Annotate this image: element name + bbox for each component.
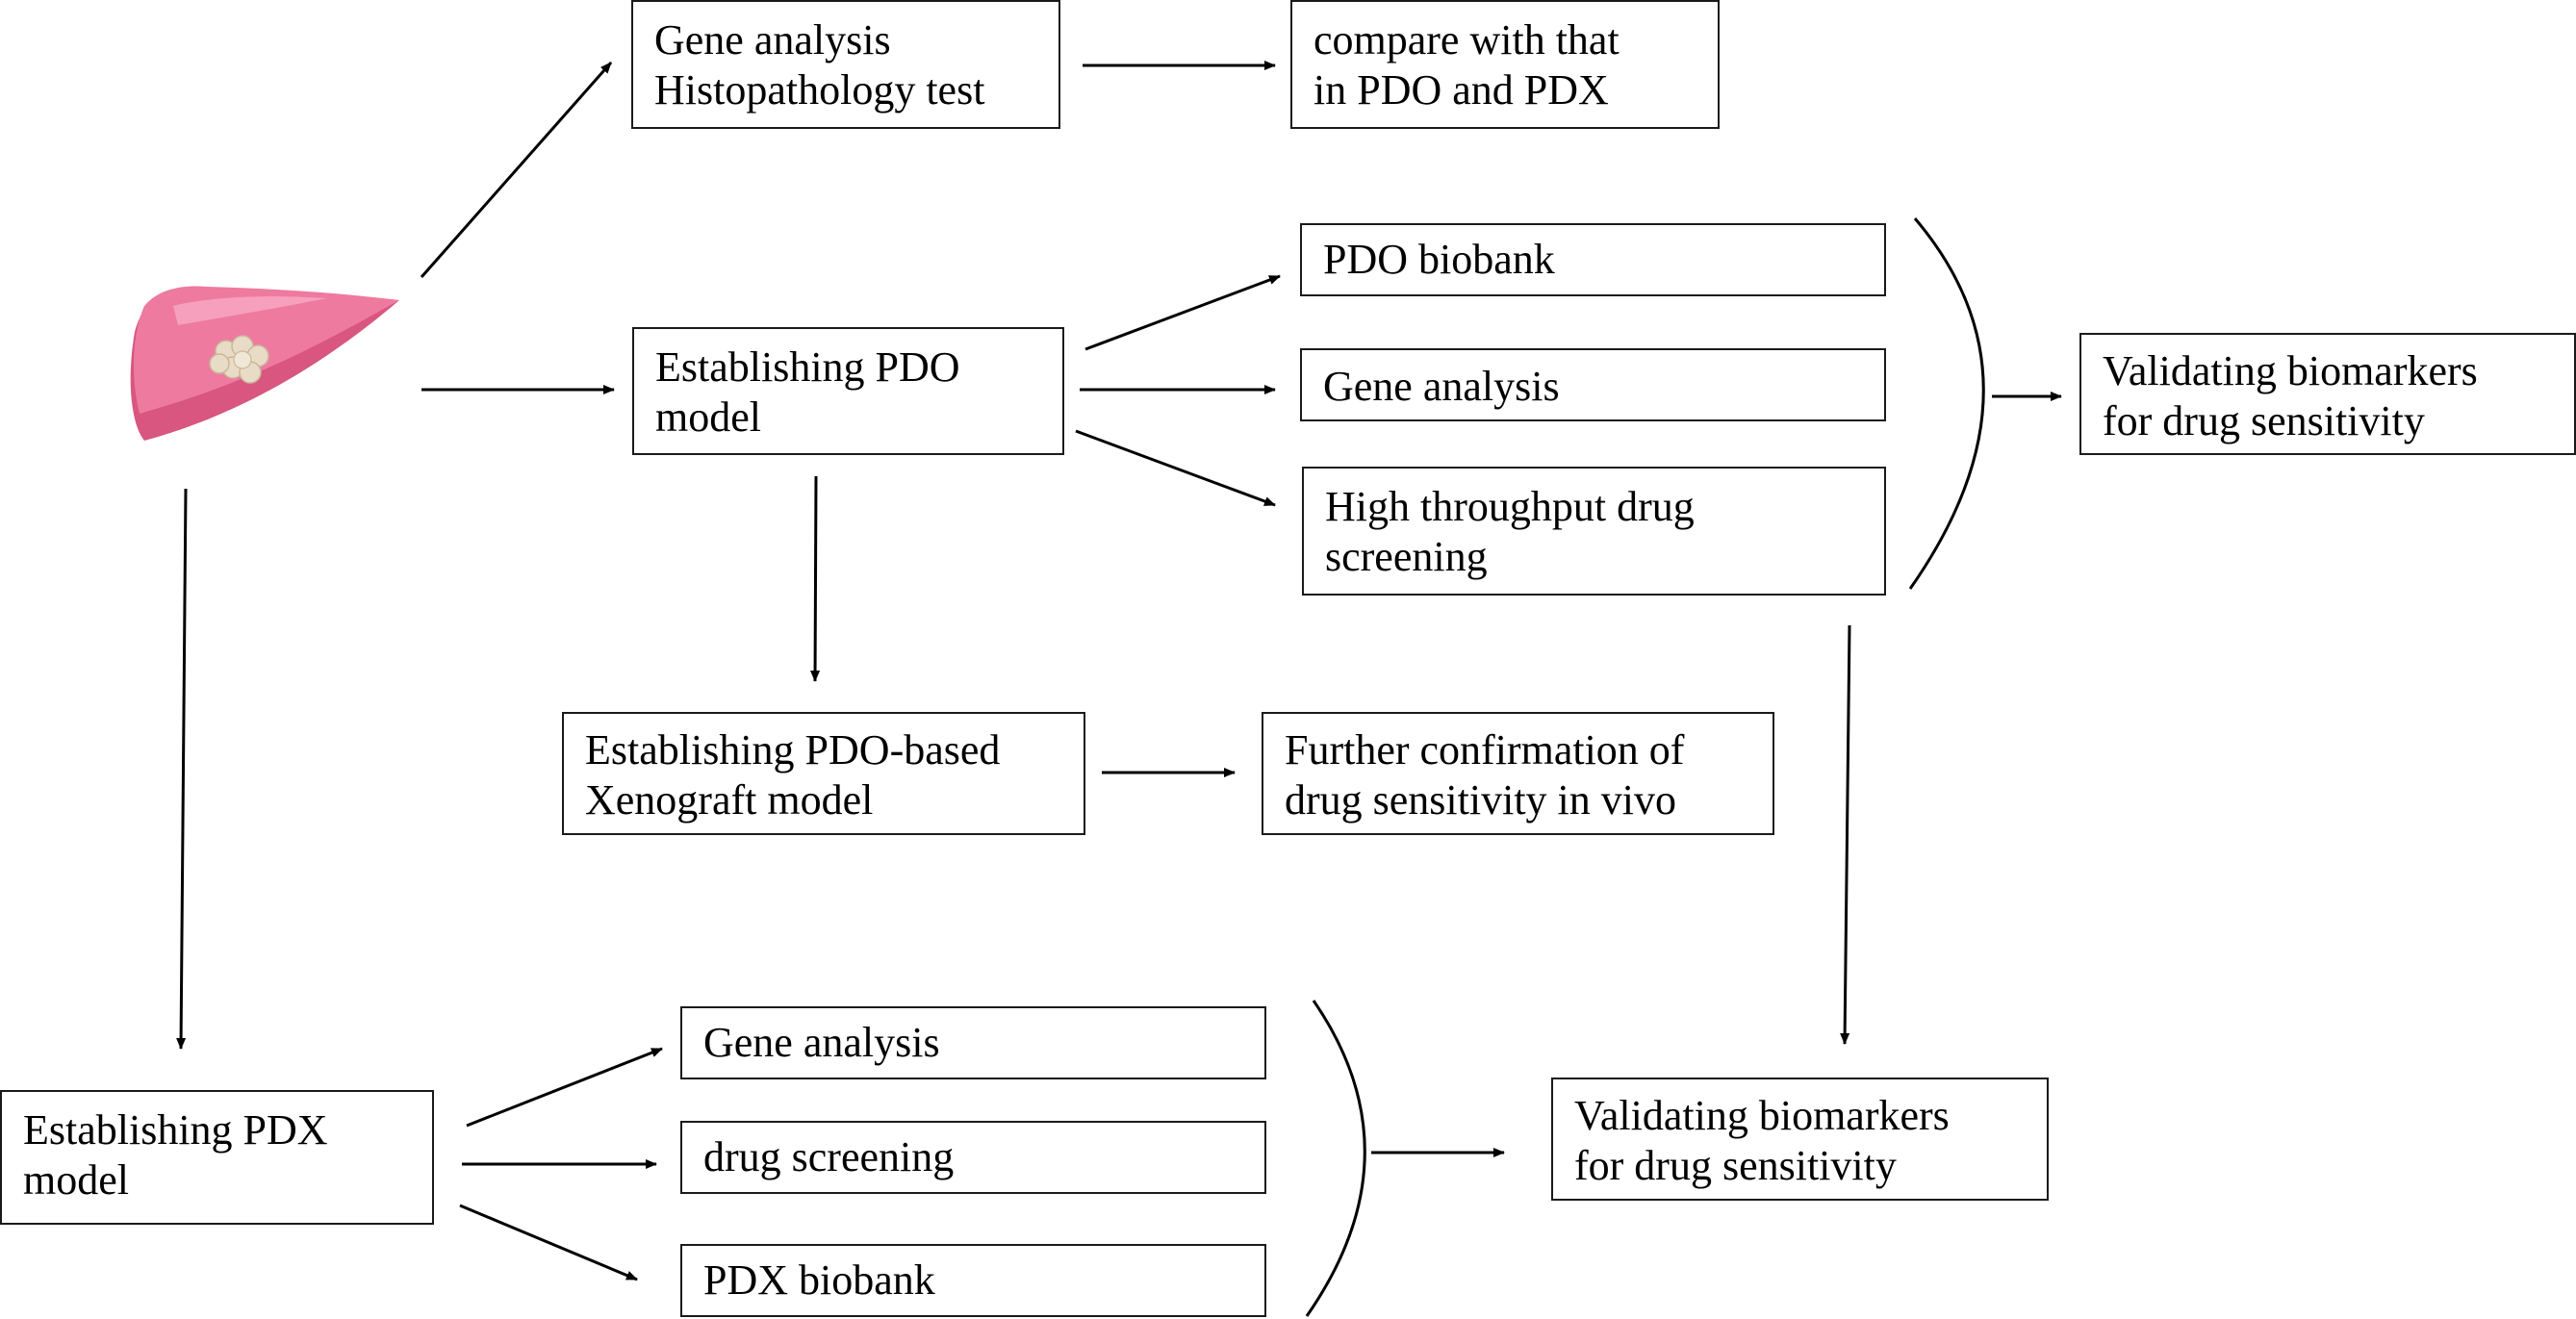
pdo-biobank-box: PDO biobank — [1300, 223, 1886, 296]
tumor-icon — [209, 335, 269, 384]
arrow-pdx-to-gene — [466, 1047, 663, 1128]
bracket-pdo — [1908, 217, 1985, 590]
pdx-drug-screening-box: drug screening — [680, 1121, 1266, 1194]
establishing-pdo-xenograft-box: Establishing PDO-based Xenograft model — [562, 712, 1085, 835]
node-line: drug sensitivity in vivo — [1285, 776, 1676, 824]
node-line: Further confirmation of — [1285, 726, 1685, 774]
arrow-pdx-to-biobank — [459, 1204, 638, 1281]
arrow-pdo-to-xenograft — [810, 475, 821, 682]
pdx-biobank-box: PDX biobank — [680, 1244, 1266, 1317]
node-line: PDO biobank — [1323, 236, 1555, 283]
node-line: model — [655, 393, 761, 441]
node-line: Establishing PDX — [23, 1106, 328, 1154]
node-line: Validating biomarkers — [1574, 1092, 1950, 1139]
node-line: for drug sensitivity — [1574, 1142, 1897, 1189]
arrow-pdo-to-hts — [1075, 429, 1276, 507]
node-line: drug screening — [703, 1133, 955, 1180]
pdo-high-throughput-screening-box: High throughput drug screening — [1302, 467, 1886, 596]
node-line: High throughput drug — [1325, 483, 1695, 530]
gene-histopathology-box: Gene analysis Histopathology test — [631, 0, 1060, 129]
node-line: model — [23, 1156, 129, 1204]
establishing-pdx-box: Establishing PDX model — [0, 1090, 434, 1225]
bracket-pdx — [1305, 1000, 1366, 1317]
liver-icon — [130, 286, 399, 441]
validating-biomarkers-pdo-box: Validating biomarkers for drug sensitivi… — [2079, 333, 2576, 455]
establishing-pdo-box: Establishing PDO model — [632, 327, 1064, 455]
node-line: Gene analysis — [703, 1019, 940, 1066]
node-line: Establishing PDO-based — [585, 726, 1001, 774]
compare-box: compare with that in PDO and PDX — [1290, 0, 1720, 129]
node-line: Gene analysis — [654, 16, 891, 63]
node-line: Gene analysis — [1323, 363, 1560, 410]
node-line: screening — [1325, 533, 1488, 580]
node-line: Establishing PDO — [655, 343, 960, 391]
node-line: Validating biomarkers — [2103, 347, 2478, 394]
further-confirmation-box: Further confirmation of drug sensitivity… — [1262, 712, 1774, 835]
node-line: PDX biobank — [703, 1256, 935, 1304]
node-line: Xenograft model — [585, 776, 874, 824]
pdo-gene-analysis-box: Gene analysis — [1300, 348, 1886, 421]
arrow-liver-to-pdx — [176, 488, 188, 1050]
pdx-gene-analysis-box: Gene analysis — [680, 1006, 1266, 1079]
arrow-liver-to-gene-histo — [420, 62, 613, 278]
node-line: in PDO and PDX — [1314, 66, 1609, 114]
validating-biomarkers-pdx-box: Validating biomarkers for drug sensitivi… — [1551, 1078, 2049, 1201]
node-line: for drug sensitivity — [2103, 397, 2425, 444]
node-line: compare with that — [1314, 16, 1620, 63]
arrow-pdo-group-to-validate-pdx — [1840, 624, 1851, 1045]
arrow-pdo-to-biobank — [1084, 274, 1281, 351]
node-line: Histopathology test — [654, 66, 985, 114]
